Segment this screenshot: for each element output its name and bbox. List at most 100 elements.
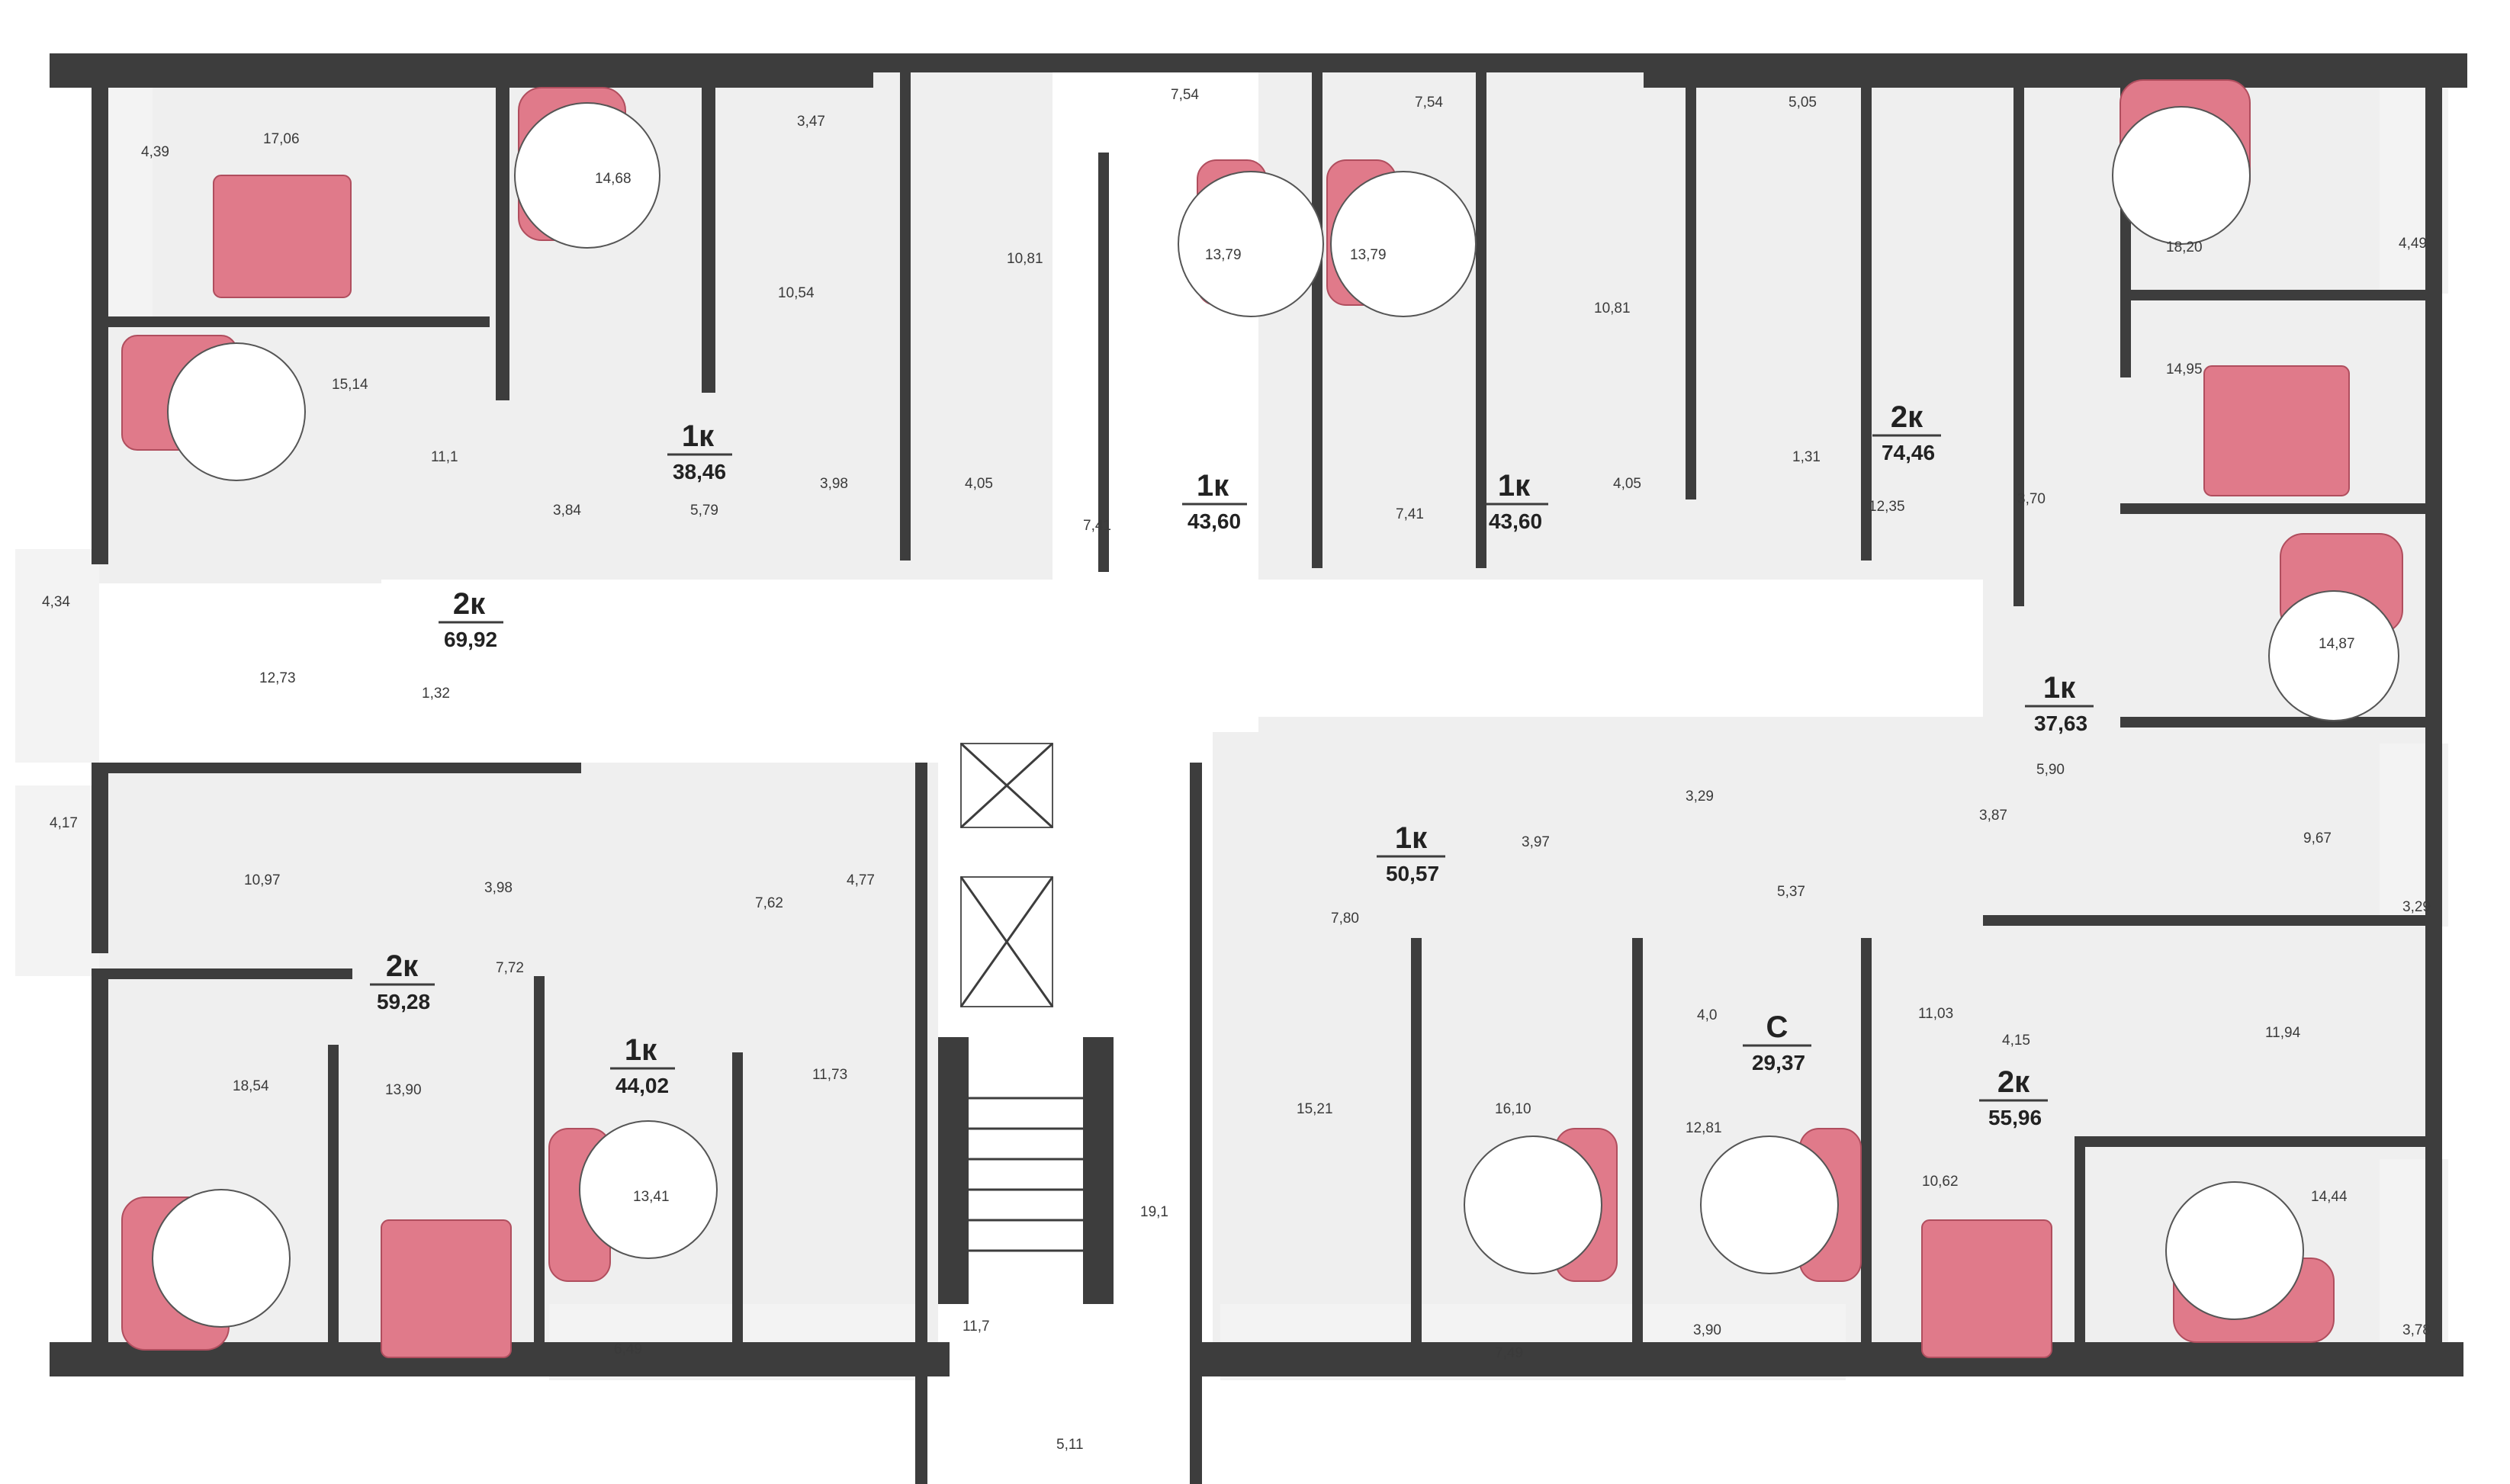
apartment-area: 69,92: [444, 628, 497, 651]
apartment-type: 2к: [1997, 1065, 2030, 1099]
room-label: 5,05: [1788, 95, 1817, 111]
room-label: 5,90: [2036, 762, 2065, 778]
room-label: 14,44: [2311, 1189, 2348, 1205]
apartment-area: 43,60: [1188, 509, 1241, 533]
room-label: 3,47: [797, 114, 825, 130]
room-label: 4,34: [42, 594, 70, 610]
room-label: 3,29: [1686, 789, 1714, 805]
apartment-area: 38,46: [673, 460, 726, 483]
room-label: 7,54: [1415, 95, 1443, 111]
room-label: 7,72: [496, 960, 524, 976]
room-label: 18,54: [233, 1078, 269, 1094]
room-label: 7,54: [1171, 87, 1199, 103]
apartment-type: 1к: [625, 1033, 657, 1067]
apartment-label: 1к 37,63: [2025, 671, 2094, 735]
room-label: 3,29: [2402, 899, 2431, 915]
room-label: 9,67: [2303, 830, 2332, 846]
room-label: 5,79: [690, 503, 718, 519]
room-label: 3,78: [2402, 1322, 2431, 1338]
room-label: 7,49: [1495, 1345, 1523, 1361]
room-label: 14,95: [2166, 361, 2203, 377]
room-label: 10,62: [1922, 1174, 1959, 1190]
corridor: [381, 580, 1983, 717]
apartment-type: 1к: [1197, 469, 1229, 503]
room-label: 10,81: [1007, 251, 1043, 267]
apartment-type: 1к: [1498, 469, 1531, 503]
room-label: 16,10: [1495, 1101, 1531, 1117]
apartment-label: 2к 69,92: [439, 587, 503, 651]
apartment-label: 2к 74,46: [1872, 400, 1941, 464]
room-label: 10,81: [1594, 300, 1631, 316]
room-label: 4,0: [1697, 1007, 1717, 1023]
apartment-label: 1к 50,57: [1377, 821, 1445, 885]
room-label: 4,15: [2002, 1033, 2030, 1049]
room-label: 4,17: [50, 815, 78, 831]
room-label: 11,94: [2265, 1025, 2301, 1041]
room-label: 14,87: [2319, 636, 2355, 652]
balcony-west-2: [15, 785, 99, 976]
room-label: 14,68: [595, 171, 632, 187]
room-label: 15,14: [332, 377, 368, 393]
room-label: 18,20: [2166, 239, 2203, 255]
room-label: 3,87: [1979, 808, 2007, 824]
room-label: 12,73: [259, 670, 296, 686]
room-label: 3,90: [1693, 1322, 1721, 1338]
room-label: 7,80: [1331, 911, 1359, 927]
apartment-area: 59,28: [377, 990, 430, 1013]
apartment-type: 2к: [453, 587, 486, 621]
apartment-label: 1к 43,60: [1182, 469, 1247, 533]
room-label: 7,41: [1083, 518, 1111, 534]
room-label: 19,1: [1140, 1204, 1168, 1220]
room-label: 12,81: [1686, 1120, 1722, 1136]
apartment-label: 2к 55,96: [1979, 1065, 2048, 1129]
apartment-area: 44,02: [615, 1074, 669, 1097]
apartment-type: 1к: [682, 419, 715, 453]
furniture: [121, 79, 2403, 1358]
room-label: 5,11: [1056, 1437, 1084, 1453]
apartment-type: 2к: [386, 949, 419, 983]
room-label: 3,98: [820, 476, 848, 492]
room-label: 3,84: [553, 503, 581, 519]
room-labels: 4,39 17,06 14,68 3,47 7,54 7,54 5,05 18,…: [42, 87, 2431, 1453]
balcony-west-1: [15, 549, 99, 763]
room-label: 3,98: [484, 880, 513, 896]
room-label: 3,70: [2017, 491, 2046, 507]
room-label: 7,62: [755, 895, 783, 911]
room-label: 4,77: [847, 872, 875, 888]
apartment-label: 1к 38,46: [667, 419, 732, 483]
room-label: 11,1: [431, 449, 458, 465]
room-label: 4,49: [2399, 236, 2427, 252]
apartment-label: 1к 44,02: [610, 1033, 675, 1097]
room-label: 1,31: [1792, 449, 1821, 465]
apartment-area: 29,37: [1752, 1051, 1805, 1074]
room-label: 4,05: [965, 476, 993, 492]
apartment-area: 37,63: [2034, 711, 2087, 735]
room-label: 11,73: [812, 1067, 847, 1083]
room-label: 15,21: [1297, 1101, 1333, 1117]
room-label: 13,41: [633, 1189, 670, 1205]
room-label: 4,39: [141, 144, 169, 160]
apartment-label: 2к 59,28: [370, 949, 435, 1013]
room-label: 5,37: [1777, 884, 1805, 900]
apartment-area: 74,46: [1882, 441, 1935, 464]
apartment-type: 2к: [1891, 400, 1923, 434]
apartment-area: 55,96: [1988, 1106, 2042, 1129]
apartment-area: 43,60: [1489, 509, 1542, 533]
apartment-type: С: [1766, 1010, 1788, 1044]
room-label: 13,79: [1350, 247, 1387, 263]
room-label: 1,32: [422, 686, 450, 702]
room-label: 7,41: [1396, 506, 1424, 522]
room-label: 10,97: [244, 872, 281, 888]
apartment-type: 1к: [2043, 671, 2076, 705]
apartment-label: 1к 43,60: [1483, 469, 1548, 533]
room-label: 13,90: [385, 1082, 422, 1098]
room-label: 11,7: [963, 1319, 990, 1335]
room-label: 11,03: [1918, 1006, 1953, 1022]
room-label: 10,54: [778, 285, 815, 301]
staircase: [946, 1097, 1083, 1252]
apartment-labels: 2к 69,92 1к 38,46 1к 43,60 1к 43,60 2к 7…: [370, 400, 2094, 1129]
room-label: 13,79: [1205, 247, 1242, 263]
room-label: 17,06: [263, 131, 300, 147]
apartment-label: С 29,37: [1743, 1010, 1811, 1074]
